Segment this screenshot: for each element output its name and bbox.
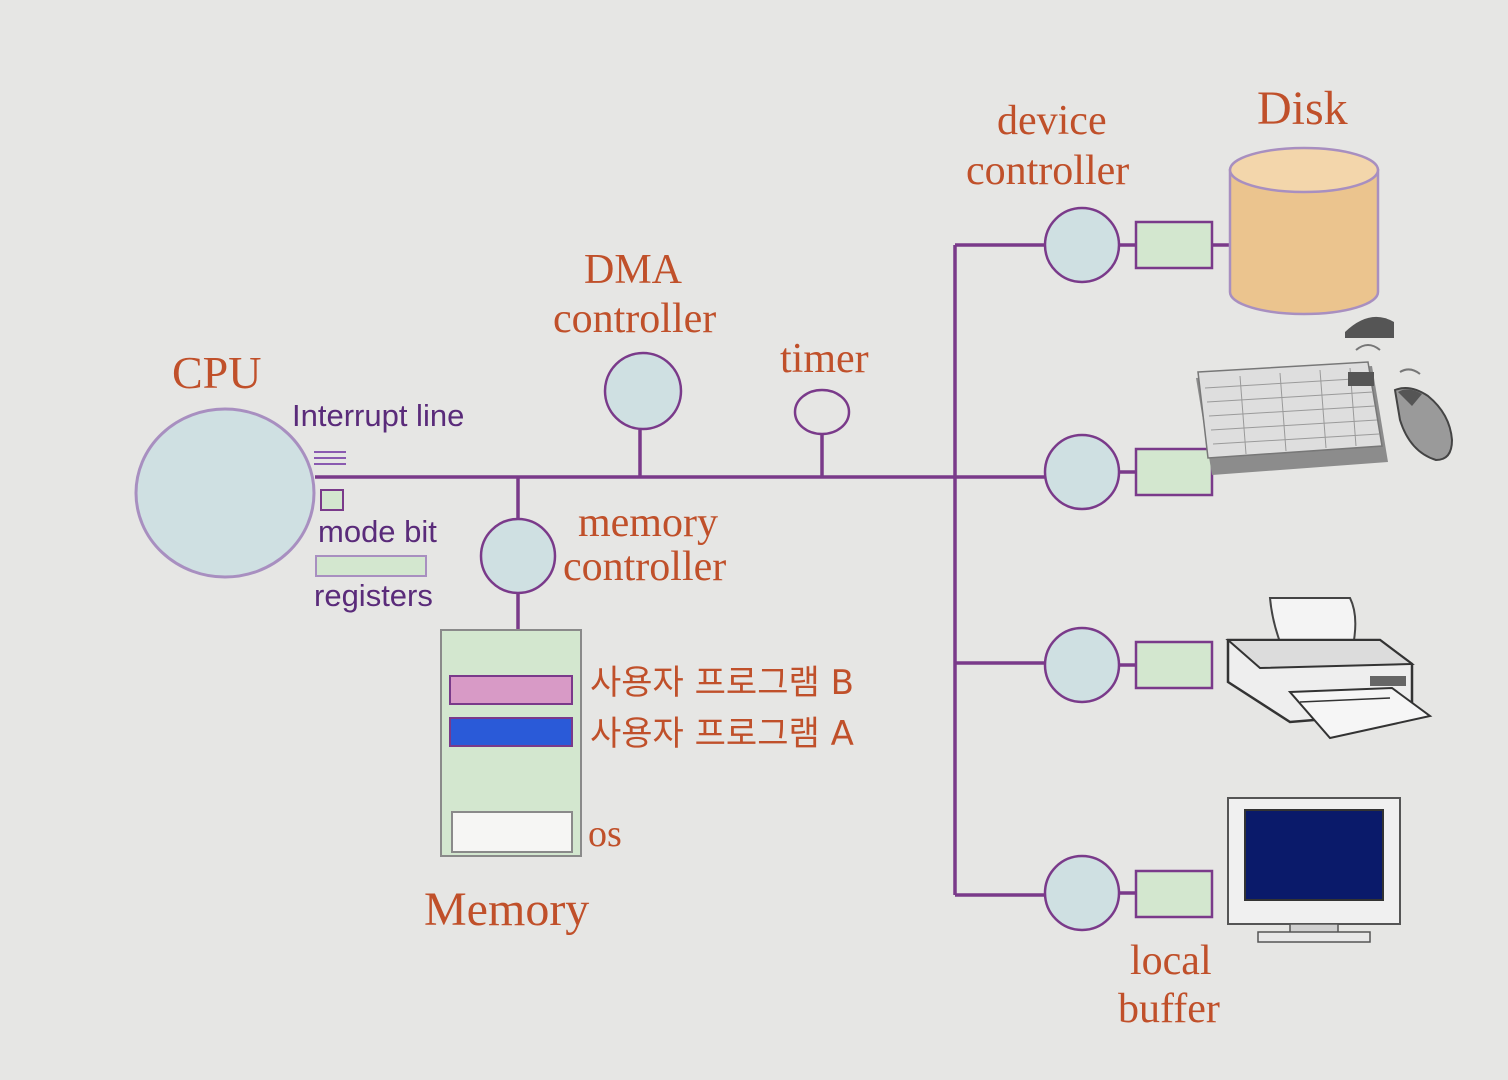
local-buffer (1134, 447, 1214, 497)
device-row-monitor (1043, 854, 1214, 932)
registers-box (315, 555, 427, 577)
dma-controller-circle (603, 351, 683, 431)
memory: 사용자 프로그램 B 사용자 프로그램 A os Memory (424, 629, 854, 936)
memory-controller: memory controller (479, 500, 726, 595)
mode-bit-label: mode bit (318, 514, 437, 549)
dma-label-line2: controller (553, 296, 716, 342)
program-b-label: 사용자 프로그램 B (590, 663, 854, 703)
device-row-keyboard (1043, 433, 1214, 511)
interrupt-line-icon (314, 451, 346, 465)
local-buffer (1134, 869, 1214, 919)
memctrl-label-line2: controller (563, 544, 726, 590)
keyboard-mouse-icon (1196, 316, 1454, 475)
dma-controller: DMA controller (553, 247, 716, 431)
dma-label-line1: DMA (584, 247, 683, 293)
device-controller-circle (1043, 433, 1121, 511)
device-row-printer (1043, 626, 1214, 704)
program-a-segment (449, 717, 573, 747)
memory-label: Memory (424, 883, 589, 936)
disk-label: Disk (1257, 82, 1348, 135)
local-buffer-label-line1: local (1130, 938, 1212, 984)
printer-icon (1225, 597, 1433, 740)
cpu-label: CPU (172, 347, 261, 398)
timer-ellipse (793, 388, 851, 436)
program-a-label: 사용자 프로그램 A (590, 714, 854, 754)
device-controller-label-line2: controller (966, 148, 1129, 194)
program-b-segment (449, 675, 573, 705)
local-buffer (1134, 640, 1214, 690)
memctrl-label-line1: memory (578, 500, 718, 546)
mode-bit-box (320, 489, 344, 511)
cpu-ellipse (134, 407, 316, 579)
os-segment (451, 811, 573, 853)
device-controller-circle (1043, 854, 1121, 932)
system-bus (315, 243, 1045, 897)
memory-controller-circle (479, 517, 557, 595)
registers-label: registers (314, 578, 433, 613)
local-buffer (1134, 220, 1214, 270)
cpu: CPU Interrupt line mode bit registers (134, 347, 464, 613)
interrupt-line-label: Interrupt line (292, 398, 464, 433)
os-label: os (588, 813, 622, 855)
timer: timer (780, 336, 869, 436)
device-controller-circle (1043, 206, 1121, 284)
device-row-disk (1043, 206, 1232, 284)
timer-label: timer (780, 336, 869, 382)
disk-icon: Disk (1228, 82, 1380, 316)
device-controller-circle (1043, 626, 1121, 704)
device-controller-label-line1: device (997, 98, 1107, 144)
monitor-icon (1227, 797, 1401, 943)
local-buffer-label-line2: buffer (1118, 986, 1220, 1032)
